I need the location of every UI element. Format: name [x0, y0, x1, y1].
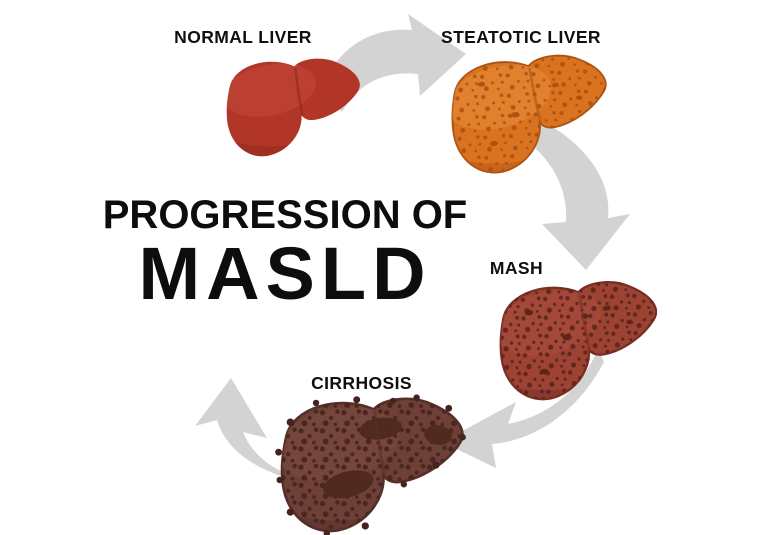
liver-shading [498, 280, 659, 401]
normal-liver-illustration [226, 58, 360, 157]
steatotic-liver-illustration [449, 53, 611, 175]
steatotic-liver-label: STEATOTIC LIVER [441, 27, 601, 47]
liver-shading [226, 63, 360, 157]
cirrhosis-liver-illustration [275, 394, 466, 535]
arrow-steatotic-to-mash [520, 122, 630, 270]
arrow-cirrhosis-cycle [195, 378, 329, 486]
normal-liver-label: NORMAL LIVER [174, 27, 312, 47]
cirrhosis-liver-label: CIRRHOSIS [311, 373, 412, 393]
large-dark-patches [323, 417, 452, 499]
title-line-1: PROGRESSION OF [102, 193, 468, 237]
arrow-shape [195, 378, 329, 486]
title-line-2: MASLD [138, 232, 432, 315]
mash-liver-label: MASH [489, 258, 544, 278]
page-title: PROGRESSION OF MASLD [88, 193, 482, 315]
arrow-shape [442, 348, 604, 468]
arrow-shape [520, 122, 630, 270]
arrow-mash-to-cirrhosis [442, 348, 604, 468]
mash-liver-illustration [498, 280, 659, 401]
